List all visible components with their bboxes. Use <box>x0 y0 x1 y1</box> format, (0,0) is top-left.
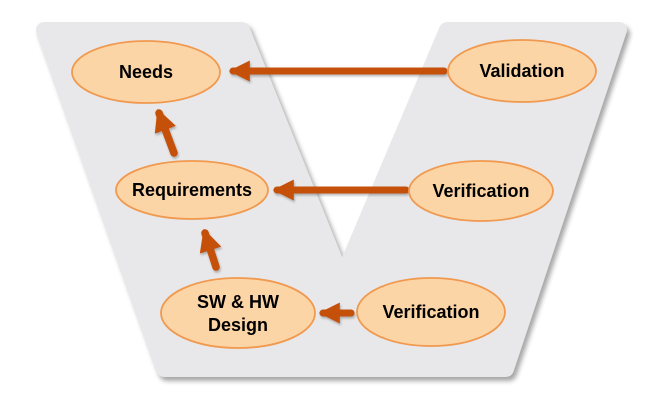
node-verification-bottom-label: Verification <box>382 302 479 322</box>
node-verification-bottom-ellipse <box>356 277 506 347</box>
node-needs-label: Needs <box>119 62 173 82</box>
node-verification-bottom: Verification <box>356 277 506 347</box>
node-requirements-label: Requirements <box>132 180 252 200</box>
node-verification-mid-ellipse <box>408 160 554 222</box>
node-validation-label: Validation <box>479 61 564 81</box>
node-verification-mid: Verification <box>408 160 554 222</box>
node-validation: Validation <box>447 39 597 103</box>
node-needs: Needs <box>71 40 221 104</box>
node-sw-hw-design-ellipse <box>160 277 316 349</box>
node-requirements: Requirements <box>115 160 269 220</box>
node-sw-hw-design: SW & HW Design <box>160 277 316 349</box>
arrow-sw-hw-design-to-requirements <box>199 228 222 271</box>
node-verification-mid-label: Verification <box>432 181 529 201</box>
node-sw-hw-design-label-line1: SW & HW <box>197 292 279 312</box>
arrow-requirements-to-needs <box>154 108 178 157</box>
node-sw-hw-design-label-line2: Design <box>208 315 268 335</box>
node-needs-ellipse <box>71 40 221 104</box>
node-requirements-ellipse <box>115 160 269 220</box>
node-validation-ellipse <box>447 39 597 103</box>
